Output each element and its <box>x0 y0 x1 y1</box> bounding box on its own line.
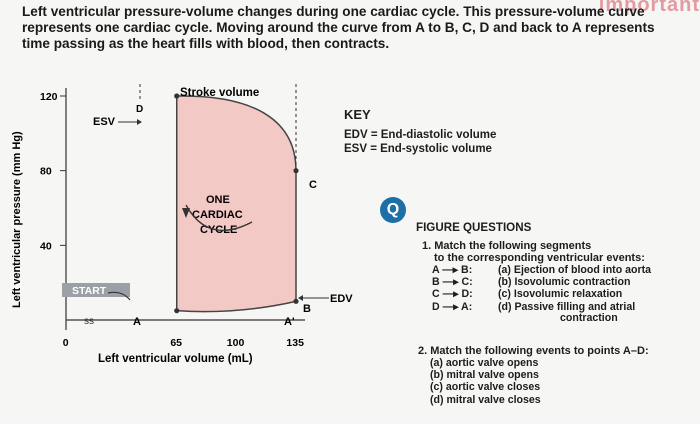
x-tick-label: 100 <box>227 337 245 349</box>
clipped-heading: important <box>598 0 700 16</box>
esv-arrowhead <box>137 119 142 125</box>
intro-paragraph: Left ventricular pressure-volume changes… <box>22 4 655 51</box>
q2-options: (a) aortic valve opens(b) mitral valve o… <box>418 357 700 406</box>
question-1: 1. Match the following segments to the c… <box>422 240 700 324</box>
match-segment: A —▸ B: <box>432 264 473 276</box>
match-row: B —▸ C: (b) Isovolumic contraction <box>422 276 700 288</box>
point-d-marker <box>174 93 180 99</box>
match-event: (c) Isovolumic relaxation <box>498 288 623 301</box>
point-b-marker <box>293 298 299 304</box>
cycle-arrowhead <box>182 208 190 218</box>
match-segment: D —▸ A: <box>432 300 473 313</box>
q1-line1: 1. Match the following segments <box>422 240 592 252</box>
q2-option: (a) aortic valve opens <box>430 357 539 369</box>
one-label: ONE <box>206 194 230 206</box>
cardiac-label: CARDIAC <box>192 209 243 221</box>
match-row: A —▸ B: (a) Ejection of blood into aorta <box>422 264 700 276</box>
cycle-points <box>174 93 299 314</box>
key-panel: KEY EDV = End-diastolic volume ESV = End… <box>344 108 496 156</box>
q2-option: (d) mitral valve closes <box>430 393 541 406</box>
y-ticks: 40 80 120 <box>40 91 66 252</box>
key-esv: ESV = End-systolic volume <box>344 143 492 155</box>
match-event: (d) Passive filling and atrial <box>498 300 636 313</box>
point-a-prime-label: A' <box>284 316 295 328</box>
point-c-marker <box>293 168 299 174</box>
x-tick-label: 65 <box>170 337 182 349</box>
point-a-marker <box>174 308 180 314</box>
start-box <box>62 283 130 297</box>
question-2: 2. Match the following events to points … <box>418 345 700 406</box>
y-tick-label: 120 <box>40 91 58 103</box>
match-segment: C —▸ D: <box>432 288 473 301</box>
y-tick-label: 40 <box>40 240 52 252</box>
start-label: START <box>72 285 107 297</box>
edv-arrowhead <box>298 295 303 301</box>
question-badge-icon: Q <box>380 197 406 223</box>
match-continuation: contraction <box>560 311 618 324</box>
match-row: D —▸ A: (d) Passive filling and atrial <box>422 301 700 313</box>
axis-break-mark: ss <box>84 316 94 327</box>
point-a-label: A <box>133 316 141 328</box>
match-event: (a) Ejection of blood into aorta <box>498 264 652 276</box>
cycle-arrow-curve <box>185 204 253 231</box>
point-d-label: D <box>136 104 143 115</box>
match-segment: B —▸ C: <box>432 276 473 289</box>
edv-label: EDV <box>330 293 353 305</box>
esv-label: ESV <box>93 116 116 128</box>
point-b-label: B <box>303 303 311 315</box>
cardiac-cycle-loop <box>175 95 297 313</box>
match-event: (b) Isovolumic contraction <box>498 276 631 289</box>
figure-questions-title: FIGURE QUESTIONS <box>416 221 532 234</box>
x-tick-label: 135 <box>286 337 304 349</box>
y-axis-title: Left ventricular pressure (mm Hg) <box>11 131 23 308</box>
q2-title: 2. Match the following events to points … <box>418 345 649 357</box>
q2-option: (c) aortic valve closes <box>430 381 541 394</box>
key-edv: EDV = End-diastolic volume <box>344 129 497 141</box>
q2-option: (b) mitral valve opens <box>430 369 539 382</box>
x-axis-title: Left ventricular volume (mL) <box>98 353 253 365</box>
stroke-volume-label: Stroke volume <box>180 87 259 99</box>
x-tick-label: 0 <box>63 337 69 349</box>
x-ticks: 0 65 100 135 <box>63 337 304 349</box>
start-arrow <box>107 291 131 301</box>
y-tick-label: 80 <box>40 166 52 178</box>
match-row: C —▸ D: (c) Isovolumic relaxation <box>422 288 700 300</box>
point-c-label: C <box>309 179 317 191</box>
q1-line2: to the corresponding ventricular events: <box>434 252 645 264</box>
key-title: KEY <box>344 107 371 122</box>
